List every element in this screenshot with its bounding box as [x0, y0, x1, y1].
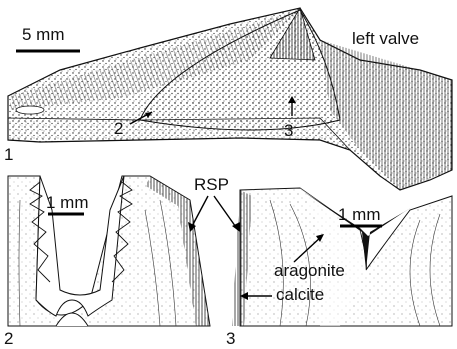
scale-label-panel-2: 1 mm	[46, 194, 89, 211]
scale-label-panel-3: 1 mm	[338, 206, 381, 223]
scale-label-panel-1: 5 mm	[22, 26, 65, 43]
rsp-label: RSP	[194, 176, 229, 193]
panel-number-1: 1	[4, 146, 13, 163]
pointer-label-2: 2	[114, 120, 123, 137]
aragonite-label: aragonite	[274, 262, 345, 279]
panel-2-section-drawing	[8, 176, 210, 326]
pointer-label-3: 3	[284, 122, 293, 139]
panel-number-2: 2	[4, 330, 13, 347]
panel-number-3: 3	[226, 330, 235, 347]
calcite-label: calcite	[276, 286, 324, 303]
left-valve-label: left valve	[352, 30, 419, 47]
